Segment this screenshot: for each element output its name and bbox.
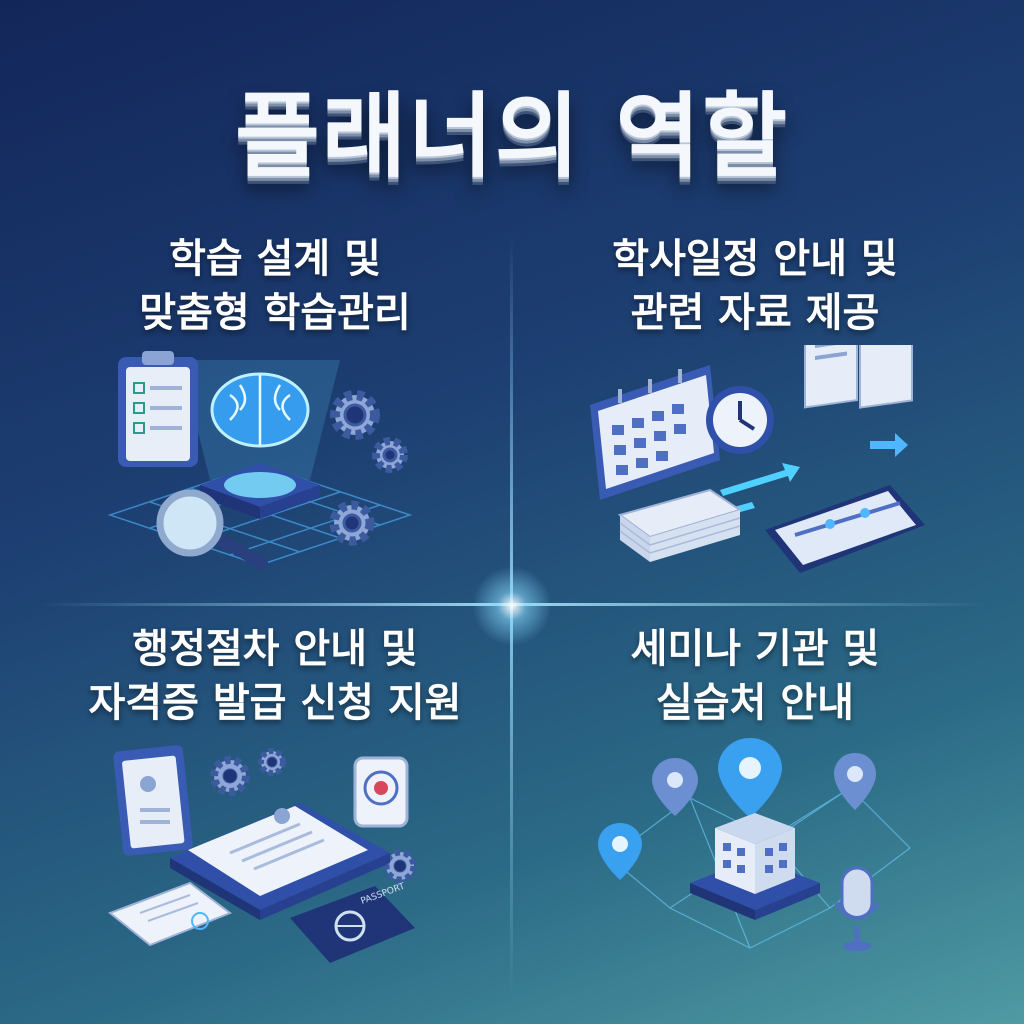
quadrant-seminar-line1: 세미나 기관 및 — [630, 626, 880, 672]
magnifier-icon — [156, 489, 268, 569]
center-flare — [472, 566, 552, 646]
calendar-icon — [590, 365, 720, 500]
certificate-paper — [108, 881, 233, 947]
building-icon — [690, 813, 820, 920]
quadrant-seminar-title: 세미나 기관 및 실습처 안내 — [515, 622, 995, 730]
certificate-icon — [353, 756, 409, 828]
quadrant-learning-line2: 맞춤형 학습관리 — [139, 290, 411, 336]
quadrant-schedule-title: 학사일정 안내 및 관련 자료 제공 — [515, 232, 995, 340]
quadrant-learning-title: 학습 설계 및 맞춤형 학습관리 — [35, 232, 515, 340]
paper-stack — [617, 488, 743, 562]
quadrant-schedule-line2: 관련 자료 제공 — [630, 290, 880, 336]
schedule-illustration — [590, 345, 925, 573]
brain-icon — [210, 372, 310, 448]
application-form — [170, 803, 390, 920]
quadrant-seminar-line2: 실습처 안내 — [656, 680, 854, 726]
seminar-illustration — [598, 738, 911, 951]
quadrant-learning-line1: 학습 설계 및 — [169, 236, 381, 282]
quadrant-schedule-line1: 학사일정 안내 및 — [612, 236, 898, 282]
gear-icon — [329, 390, 408, 546]
tablet-icon — [765, 485, 925, 573]
quadrant-admin-line2: 자격증 발급 신청 지원 — [88, 680, 462, 726]
microphone-icon — [834, 866, 880, 951]
document-icon — [804, 345, 913, 457]
pedestal — [200, 463, 320, 519]
page-title: 플래너의 역할 — [235, 83, 789, 190]
quadrant-admin-title: 행정절차 안내 및 자격증 발급 신청 지원 — [35, 622, 515, 730]
clock-icon — [706, 386, 774, 454]
quadrant-admin-line1: 행정절차 안내 및 — [132, 626, 418, 672]
learning-illustration — [107, 351, 413, 569]
location-pin-icon — [598, 738, 876, 880]
profile-clipboard — [113, 745, 193, 856]
gear-icon — [210, 748, 418, 884]
admin-illustration: PASSPORT — [108, 745, 418, 963]
clipboard-icon — [118, 351, 198, 467]
